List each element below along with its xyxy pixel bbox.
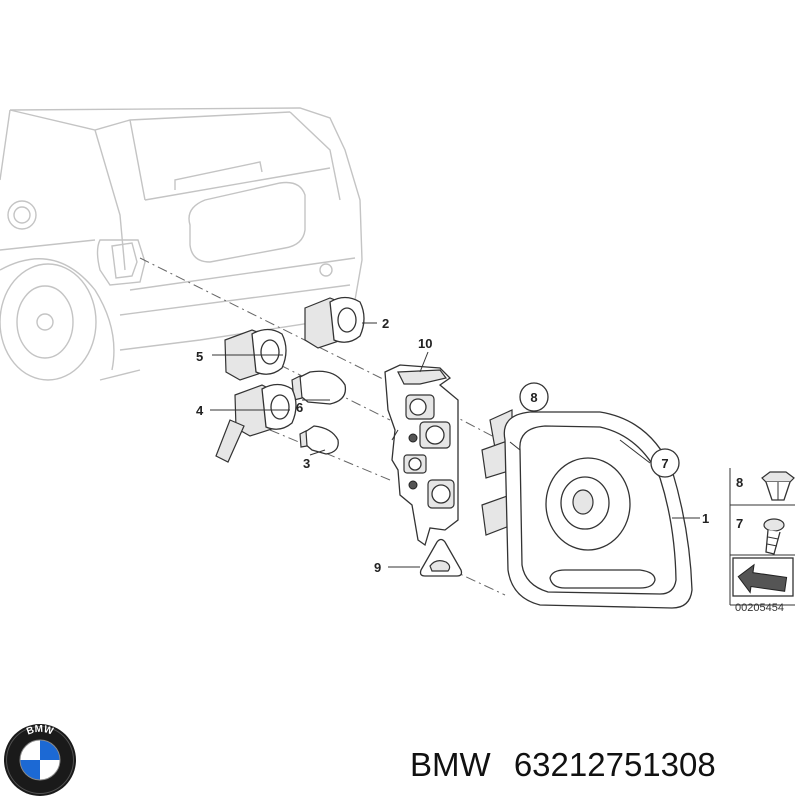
callout-2: 2	[382, 316, 389, 331]
bulb-3	[299, 425, 339, 455]
callout-5: 5	[196, 349, 203, 364]
bulb-socket-2	[304, 296, 365, 349]
callout-7: 7	[661, 456, 668, 471]
callout-8-circle	[519, 382, 549, 412]
leader-lines	[210, 322, 700, 568]
svg-text:BMW 63212751308: BMW 63212751308	[410, 746, 716, 783]
bulb-socket-4	[215, 383, 297, 463]
callouts: 2 5 4 6 3 10 9 1 8 7	[196, 316, 709, 575]
callout-3: 3	[303, 456, 310, 471]
bmw-logo-text: BMW	[25, 724, 55, 738]
car-outline	[0, 107, 363, 381]
callout-6: 6	[296, 400, 303, 415]
part-number-label: BMW 63212751308	[410, 746, 716, 783]
brand-name: BMW	[410, 746, 492, 783]
callout-4: 4	[196, 403, 204, 418]
legend-number-8: 8	[736, 475, 743, 490]
warning-label-9	[419, 538, 463, 577]
callout-10: 10	[418, 336, 432, 351]
reference-number: 00205454	[735, 602, 784, 614]
fastener-legend: 8 7 00205454	[729, 468, 795, 614]
bolt-icon	[763, 518, 785, 555]
tail-lamp-1	[481, 409, 693, 609]
bulb-carrier-10	[384, 364, 459, 547]
part-number: 63212751308	[514, 746, 716, 783]
arrow-symbol	[732, 557, 794, 597]
callout-8: 8	[530, 390, 537, 405]
clip-nut-icon	[761, 471, 795, 501]
callout-9: 9	[374, 560, 381, 575]
bmw-logo: BMW	[4, 724, 76, 796]
callout-1: 1	[702, 511, 709, 526]
legend-number-7: 7	[736, 516, 743, 531]
callout-7-circle	[650, 448, 680, 478]
